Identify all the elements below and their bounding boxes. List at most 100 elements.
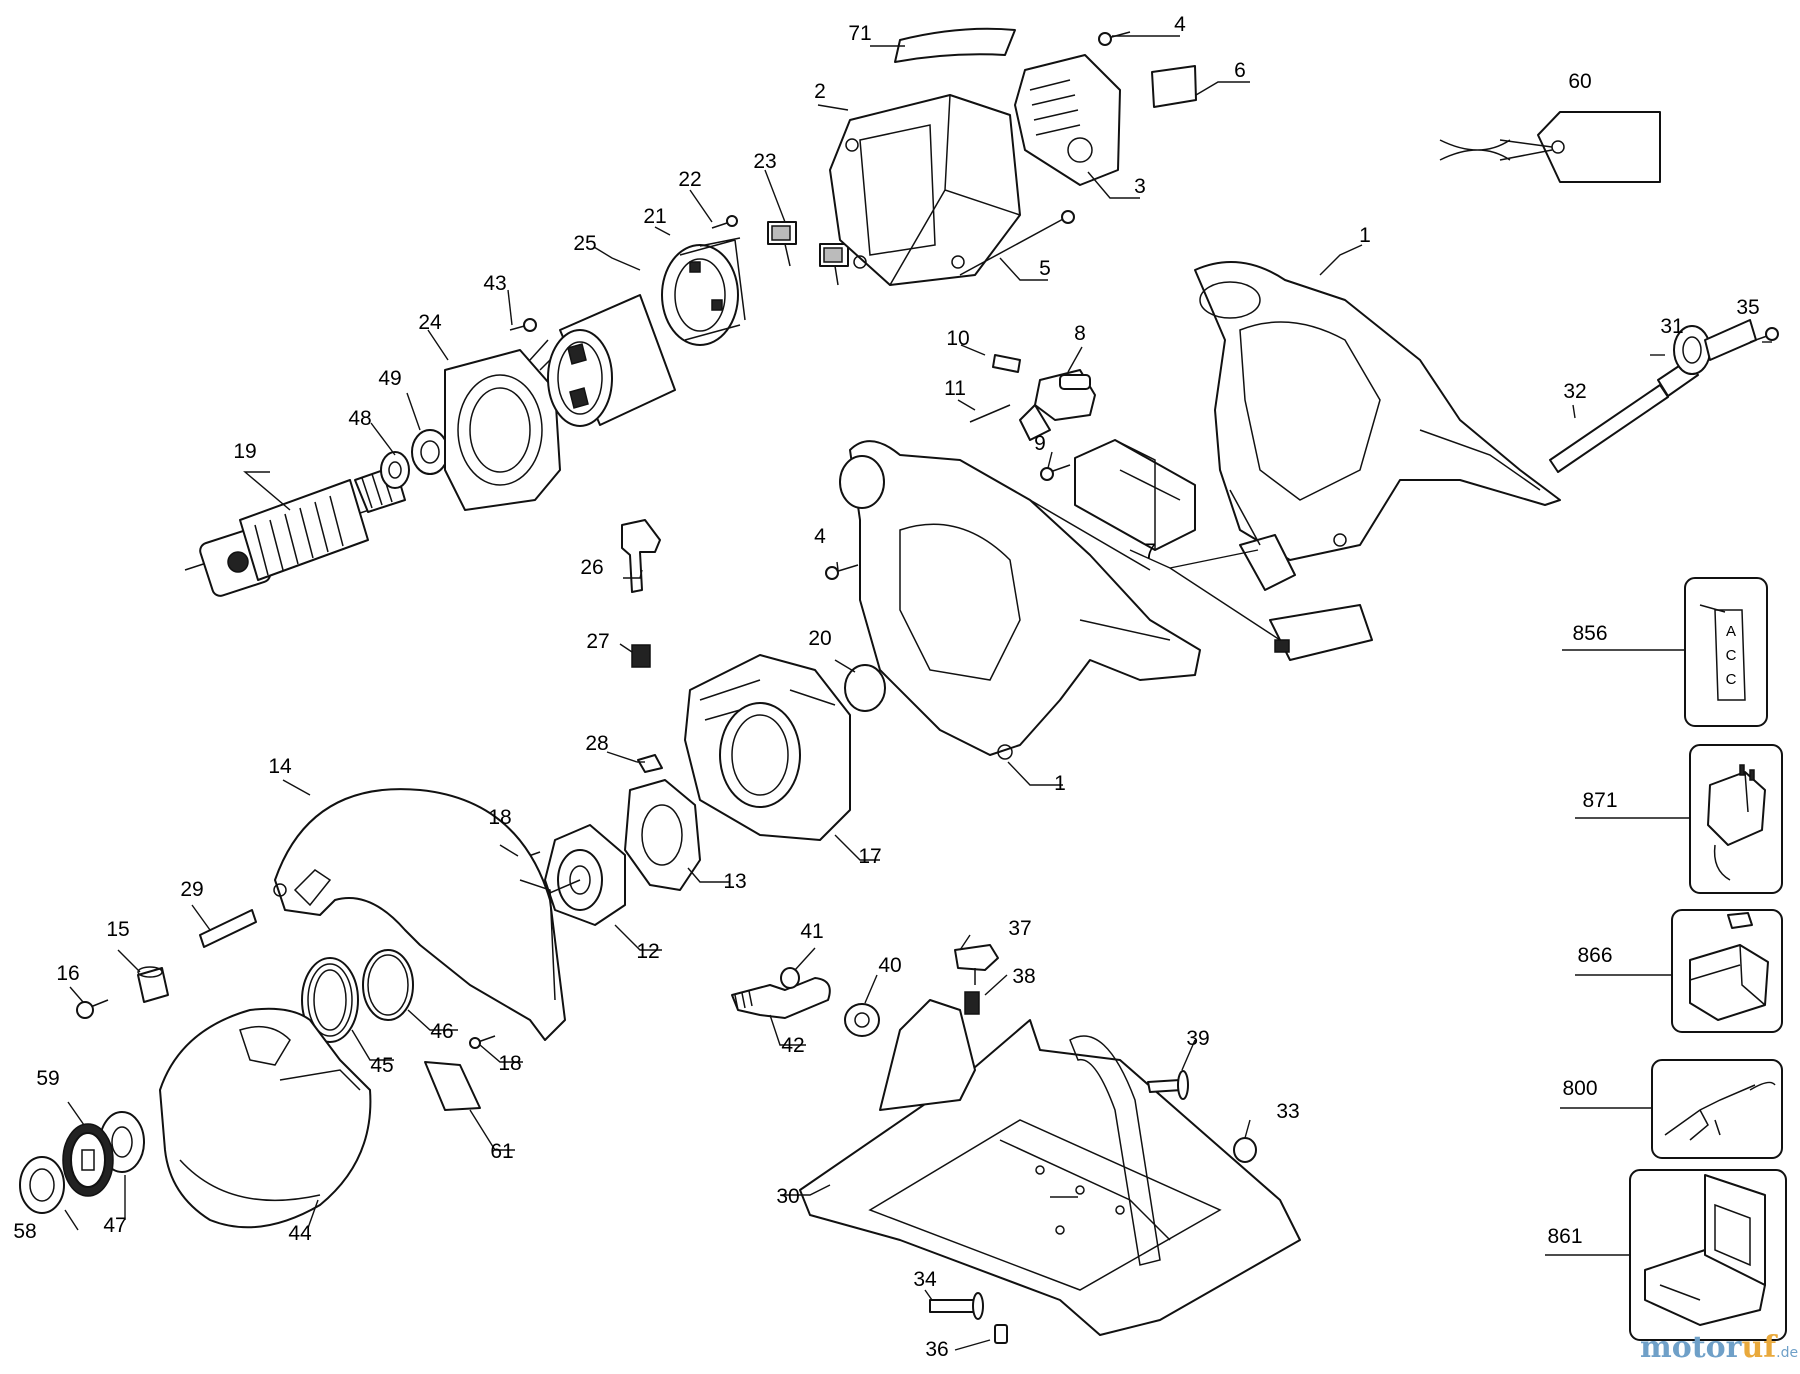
callout-9: 9 bbox=[1034, 432, 1046, 455]
callout-48: 48 bbox=[348, 407, 371, 430]
shaft-32-part bbox=[1549, 359, 1699, 473]
callout-16: 16 bbox=[56, 962, 79, 985]
pin-10-part bbox=[992, 354, 1021, 373]
knob-37-part bbox=[954, 944, 999, 985]
screw-4-mid-part bbox=[825, 564, 859, 580]
callout-59: 59 bbox=[36, 1067, 59, 1090]
callout-43: 43 bbox=[483, 272, 506, 295]
callout-866: 866 bbox=[1577, 944, 1612, 967]
upper-guard-14-part bbox=[273, 788, 566, 1041]
callout-26: 26 bbox=[580, 556, 603, 579]
accessory-856-box bbox=[1684, 577, 1768, 727]
callout-42: 42 bbox=[781, 1034, 804, 1057]
label-71-part bbox=[894, 27, 1016, 63]
label-6-part bbox=[1151, 65, 1197, 108]
motor-end-cap-3-part bbox=[1014, 54, 1121, 186]
callout-28: 28 bbox=[585, 732, 608, 755]
callout-23: 23 bbox=[753, 150, 776, 173]
watermark-part1: motor bbox=[1640, 1330, 1743, 1365]
callout-8: 8 bbox=[1074, 322, 1086, 345]
flange-59-part bbox=[62, 1123, 114, 1197]
bearing-48-part bbox=[380, 451, 410, 489]
callout-871: 871 bbox=[1582, 789, 1617, 812]
shoe-30-part bbox=[799, 999, 1301, 1336]
callout-4-mid: 4 bbox=[814, 525, 826, 548]
callout-800: 800 bbox=[1562, 1077, 1597, 1100]
callout-7: 7 bbox=[1144, 540, 1156, 563]
plate-28-part bbox=[637, 754, 663, 773]
nut-40-part bbox=[844, 1003, 880, 1037]
callout-4-top: 4 bbox=[1174, 13, 1186, 36]
callout-13: 13 bbox=[723, 870, 746, 893]
lever-8-part bbox=[1019, 369, 1096, 441]
callout-35: 35 bbox=[1736, 296, 1759, 319]
gasket-13-part bbox=[624, 779, 701, 891]
tag-letter-c1: C bbox=[1726, 647, 1737, 664]
callout-22: 22 bbox=[678, 168, 701, 191]
ring-46-part bbox=[362, 949, 414, 1021]
callout-856: 856 bbox=[1572, 622, 1607, 645]
callout-20: 20 bbox=[808, 627, 831, 650]
fan-baffle-24-part bbox=[444, 339, 567, 511]
callout-15: 15 bbox=[106, 918, 129, 941]
watermark-part3: .de bbox=[1776, 1345, 1798, 1361]
blade-screw-58-part bbox=[19, 1156, 65, 1214]
callout-18-low: 18 bbox=[498, 1052, 521, 1075]
callout-49: 49 bbox=[378, 367, 401, 390]
screw-18-low-part bbox=[469, 1035, 496, 1049]
callout-37: 37 bbox=[1008, 917, 1031, 940]
watermark-part2: uf bbox=[1741, 1330, 1778, 1365]
pin-29-part bbox=[199, 909, 257, 948]
armature-part bbox=[184, 465, 406, 597]
callout-60: 60 bbox=[1568, 70, 1591, 93]
callout-34: 34 bbox=[913, 1268, 937, 1291]
clip-41-part bbox=[780, 967, 800, 989]
callout-14: 14 bbox=[268, 755, 292, 778]
callout-12: 12 bbox=[636, 940, 659, 963]
callout-39: 39 bbox=[1186, 1027, 1209, 1050]
callout-17: 17 bbox=[858, 845, 881, 868]
screw-43-part bbox=[509, 318, 537, 332]
lever-42-part bbox=[731, 977, 831, 1019]
screw-35-part bbox=[1749, 327, 1779, 343]
callout-25: 25 bbox=[573, 232, 596, 255]
screw-16-part bbox=[76, 999, 109, 1019]
callout-41: 41 bbox=[800, 920, 823, 943]
spindle-12-part bbox=[544, 824, 626, 926]
tag-letter-a: A bbox=[1726, 623, 1736, 640]
brush-holder-21-part bbox=[661, 237, 746, 346]
callout-61: 61 bbox=[490, 1140, 513, 1163]
bushing-15-part bbox=[137, 966, 169, 1003]
pin-34-part bbox=[929, 1292, 984, 1320]
callout-40: 40 bbox=[878, 954, 901, 977]
spring-45-part bbox=[301, 957, 359, 1043]
callout-31: 31 bbox=[1660, 315, 1683, 338]
spring-38-part bbox=[964, 991, 980, 1015]
tag-letter-c2: C bbox=[1726, 671, 1737, 688]
field-25-part bbox=[547, 294, 676, 427]
knob-31-part bbox=[1673, 319, 1757, 375]
motor-housing-2-part bbox=[829, 94, 1021, 286]
callout-19: 19 bbox=[233, 440, 256, 463]
accessory-866-box bbox=[1671, 909, 1783, 1033]
handle-half-right-1-part bbox=[1194, 261, 1561, 561]
callout-29: 29 bbox=[180, 878, 203, 901]
bearing-49-part bbox=[411, 429, 449, 475]
callout-47: 47 bbox=[103, 1214, 126, 1237]
callout-5: 5 bbox=[1039, 257, 1051, 280]
callout-18-top: 18 bbox=[488, 806, 511, 829]
pin-11-part bbox=[969, 404, 1011, 423]
callout-11: 11 bbox=[944, 377, 966, 400]
gear-case-17-part bbox=[684, 654, 851, 841]
callout-30: 30 bbox=[776, 1185, 799, 1208]
accessory-861-box bbox=[1629, 1169, 1787, 1341]
callout-71: 71 bbox=[848, 22, 871, 45]
washer-20-part bbox=[844, 664, 886, 712]
callout-27: 27 bbox=[586, 630, 609, 653]
callout-46: 46 bbox=[430, 1020, 453, 1043]
callout-861: 861 bbox=[1547, 1225, 1582, 1248]
screw-5-part bbox=[959, 210, 1075, 276]
accessory-856-letters: A C C bbox=[1726, 623, 1737, 688]
